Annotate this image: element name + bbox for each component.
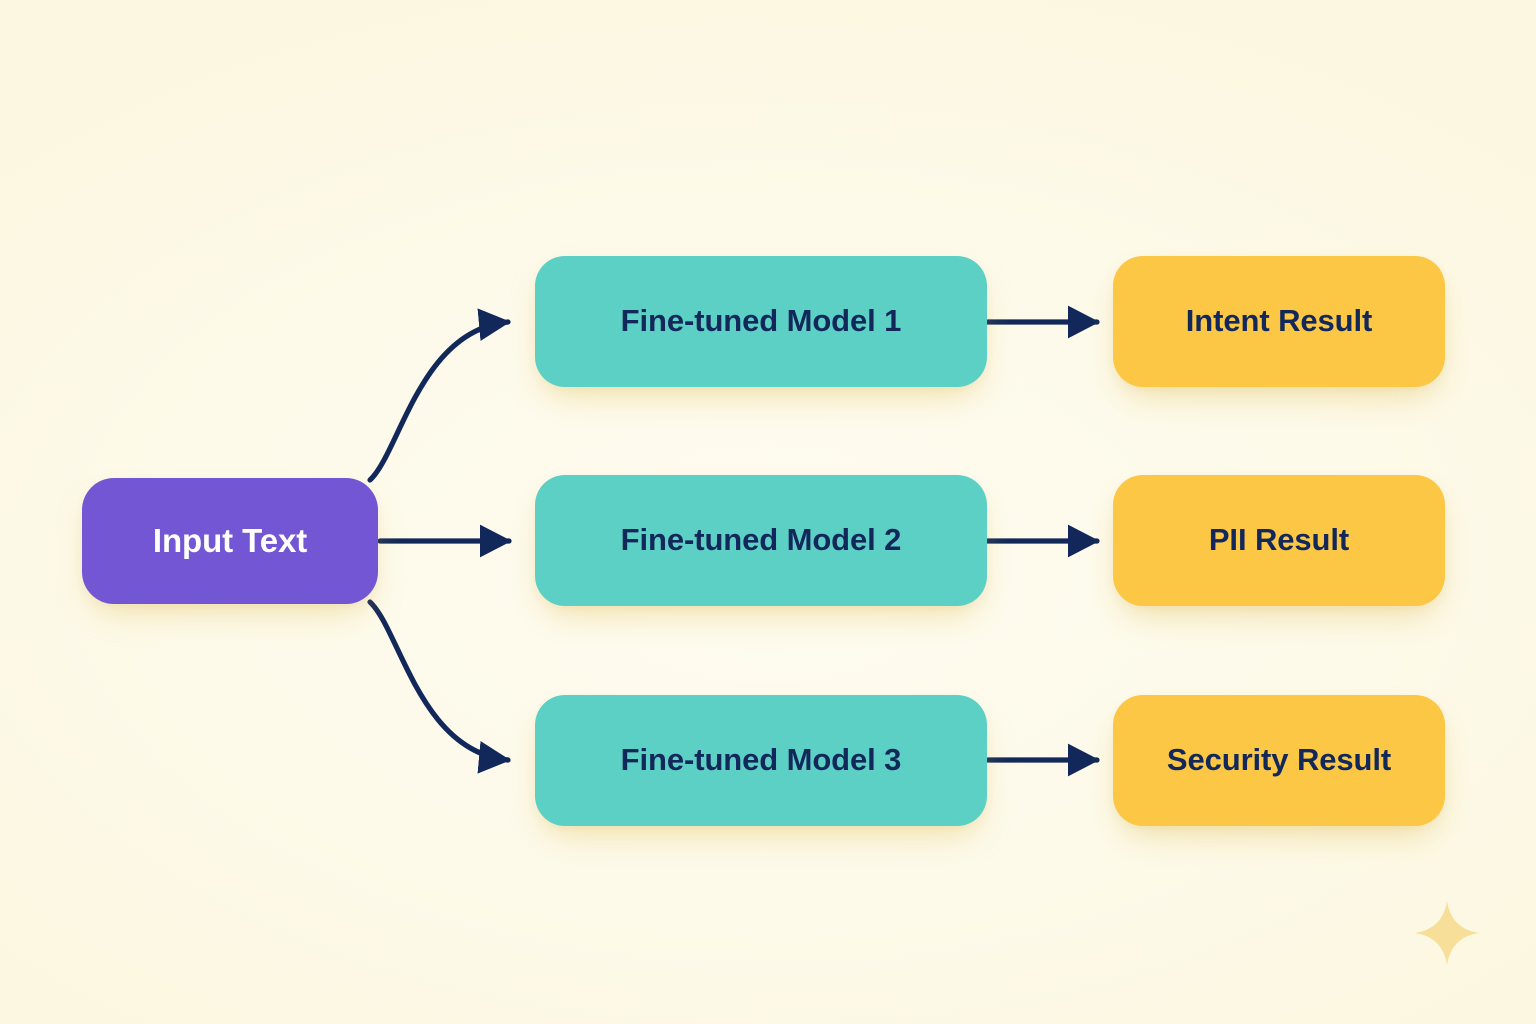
- node-fine-tuned-model-2[interactable]: Fine-tuned Model 2: [535, 475, 987, 606]
- node-fine-tuned-model-3-label: Fine-tuned Model 3: [620, 742, 902, 778]
- node-fine-tuned-model-3[interactable]: Fine-tuned Model 3: [535, 695, 987, 826]
- node-intent-result-label: Intent Result: [1185, 303, 1373, 339]
- edge-input-to-model-1: [367, 308, 511, 483]
- node-pii-result[interactable]: PII Result: [1113, 475, 1445, 606]
- node-pii-result-label: PII Result: [1208, 522, 1350, 558]
- node-fine-tuned-model-1-label: Fine-tuned Model 1: [620, 303, 902, 339]
- node-input-text-label: Input Text: [152, 521, 308, 559]
- node-security-result[interactable]: Security Result: [1113, 695, 1445, 826]
- node-fine-tuned-model-1[interactable]: Fine-tuned Model 1: [535, 256, 987, 387]
- sparkle-icon: [1415, 901, 1479, 965]
- node-input-text[interactable]: Input Text: [82, 478, 378, 604]
- node-intent-result[interactable]: Intent Result: [1113, 256, 1445, 387]
- node-fine-tuned-model-2-label: Fine-tuned Model 2: [620, 522, 902, 558]
- edge-input-to-model-3: [367, 599, 511, 774]
- node-security-result-label: Security Result: [1166, 742, 1392, 778]
